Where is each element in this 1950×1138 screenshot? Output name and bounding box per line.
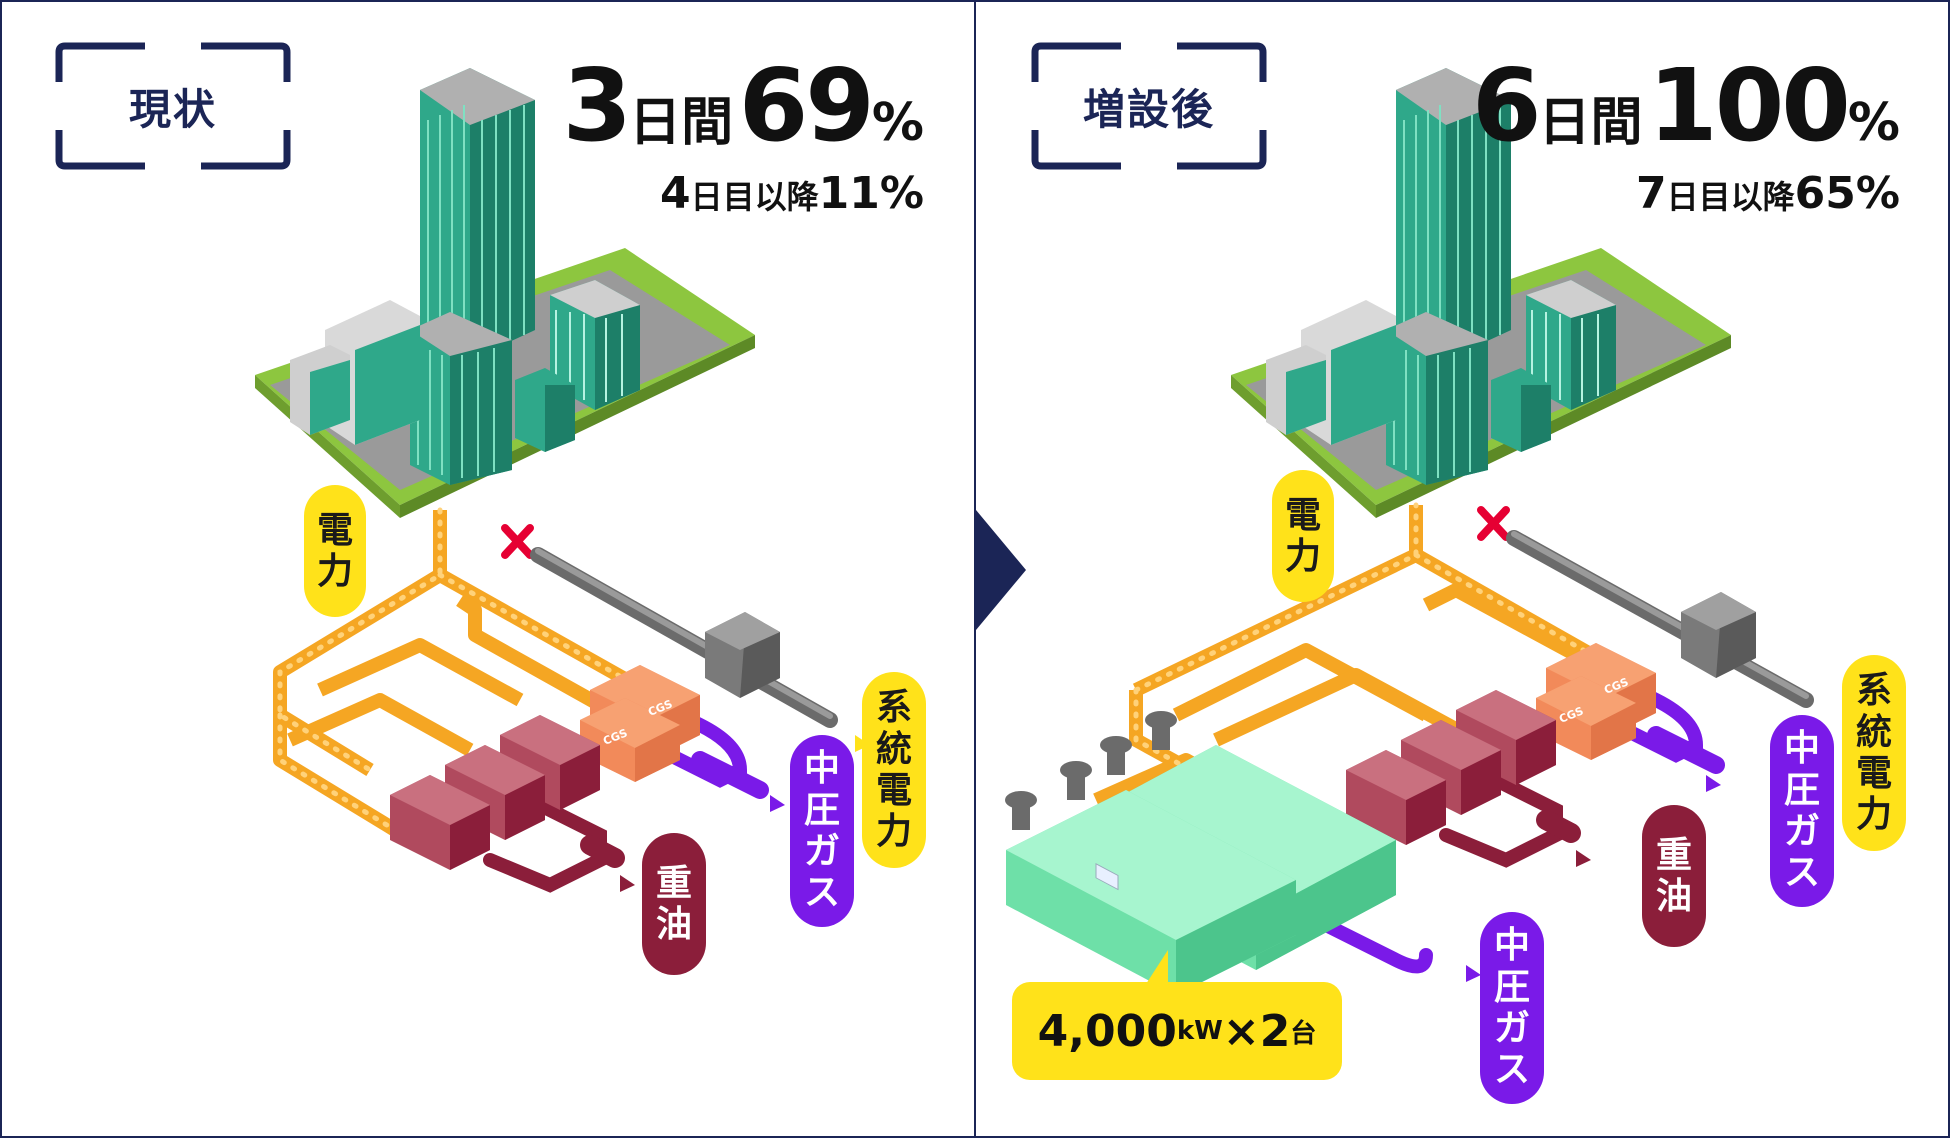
capacity-number: 4,000 — [1037, 1005, 1177, 1057]
status-tag-before: 現状 — [55, 42, 291, 170]
sub-day-text: 日目以降 — [1666, 178, 1795, 216]
percent-unit: % — [871, 93, 924, 153]
label-heavy-oil: 重油 — [642, 833, 706, 975]
scene-after: CGS CGS — [1005, 68, 1814, 995]
days-unit: 日間 — [629, 93, 734, 153]
status-tag-after: 増設後 — [1031, 42, 1267, 170]
oil-generator-icon — [1346, 690, 1581, 868]
oil-generator-icon — [390, 715, 625, 893]
label-medium-gas: 中圧ガス — [1770, 715, 1834, 907]
percent-number: 100 — [1648, 47, 1851, 164]
label-grid-power: 系統電力 — [1842, 655, 1906, 851]
backup-stat-before: 3日間 69% 4日目以降11% — [563, 56, 924, 216]
transmission-line-icon — [530, 547, 838, 728]
sub-day-number: 4 — [660, 168, 691, 219]
tag-label: 現状 — [128, 84, 217, 134]
panel-divider — [974, 0, 976, 1138]
label-medium-gas: 中圧ガス — [790, 735, 854, 927]
gas-generator-icon — [1005, 711, 1433, 995]
capacity-times: ×2 — [1222, 1005, 1291, 1057]
bracket-frame — [1031, 42, 1267, 170]
capacity-count-unit: 台 — [1290, 1018, 1317, 1049]
scene-before: CGS CGS — [255, 68, 870, 893]
sub-percent: 65% — [1794, 168, 1900, 219]
chevron-right-icon — [976, 510, 1026, 630]
capacity-unit: kW — [1176, 1016, 1223, 1046]
bracket-frame — [55, 42, 291, 170]
panel-after: CGS CGS — [976, 0, 1950, 1138]
cross-icon — [1477, 506, 1510, 541]
tag-label: 増設後 — [1082, 84, 1215, 134]
sub-day-text: 日目以降 — [690, 178, 819, 216]
cgs-unit-icon: CGS CGS — [580, 665, 700, 782]
sub-percent: 11% — [818, 168, 924, 219]
days-unit: 日間 — [1538, 93, 1643, 153]
panel-before: CGS CGS 現状 3日間 69% — [0, 0, 974, 1138]
building-icon — [1231, 68, 1731, 518]
label-power: 電力 — [304, 485, 366, 617]
sub-day-number: 7 — [1636, 168, 1667, 219]
percent-unit: % — [1847, 93, 1900, 153]
label-medium-gas-new: 中圧ガス — [1480, 912, 1544, 1104]
label-heavy-oil: 重油 — [1642, 805, 1706, 947]
label-grid-power: 系統電力 — [862, 672, 926, 868]
transmission-line-icon — [1506, 530, 1814, 708]
cross-icon — [501, 524, 534, 559]
percent-number: 69 — [738, 47, 875, 164]
building-icon — [255, 68, 755, 518]
callout-pointer — [1146, 950, 1168, 984]
backup-stat-after: 6日間 100% 7日目以降65% — [1472, 56, 1900, 216]
cgs-unit-icon: CGS CGS — [1536, 643, 1656, 760]
label-power: 電力 — [1272, 470, 1334, 602]
days-number: 3 — [562, 47, 633, 164]
days-number: 6 — [1471, 47, 1542, 164]
